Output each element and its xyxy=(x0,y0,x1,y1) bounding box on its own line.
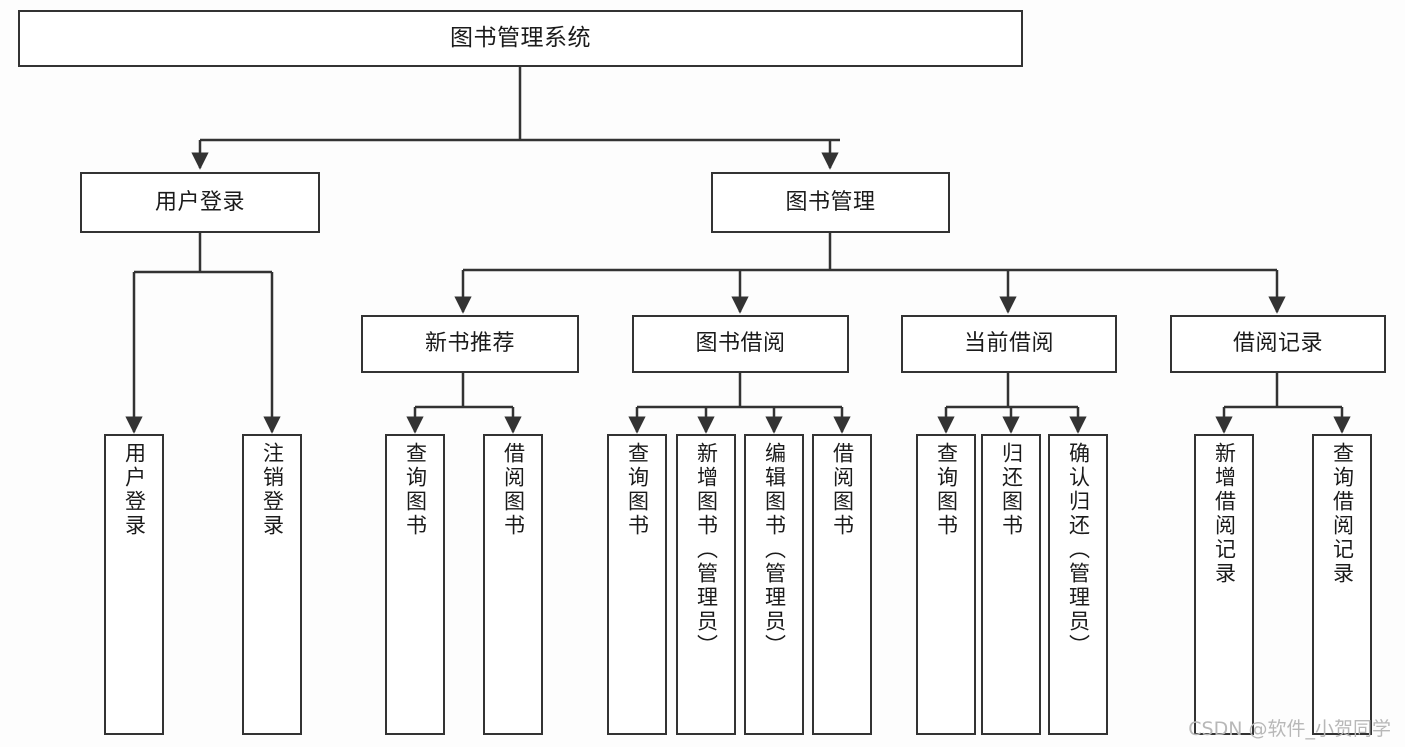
node-leaf-query-book-3[interactable]: 查询图书 xyxy=(916,434,976,735)
node-leaf-return-book[interactable]: 归还图书 xyxy=(981,434,1041,735)
node-current-borrow-label: 当前借阅 xyxy=(963,331,1054,357)
node-leaf-query-book-3-label: 查询图书 xyxy=(934,442,959,538)
node-root-label: 图书管理系统 xyxy=(450,25,591,52)
node-leaf-logout-label: 注销登录 xyxy=(260,442,285,538)
node-leaf-add-record[interactable]: 新增借阅记录 xyxy=(1194,434,1254,735)
node-new-book-rec[interactable]: 新书推荐 xyxy=(361,315,579,373)
node-leaf-add-book-label: 新增图书（管理员） xyxy=(694,442,719,658)
node-borrow-record-label: 借阅记录 xyxy=(1232,331,1323,357)
node-leaf-user-login-label: 用户登录 xyxy=(122,442,147,538)
node-book-borrow[interactable]: 图书借阅 xyxy=(632,315,849,373)
node-leaf-confirm-return-label: 确认归还（管理员） xyxy=(1066,442,1091,658)
node-leaf-add-record-label: 新增借阅记录 xyxy=(1212,442,1237,586)
node-leaf-logout[interactable]: 注销登录 xyxy=(242,434,302,735)
node-leaf-borrow-book-2-label: 借阅图书 xyxy=(830,442,855,538)
node-leaf-query-book-1[interactable]: 查询图书 xyxy=(385,434,445,735)
node-leaf-borrow-book-1[interactable]: 借阅图书 xyxy=(483,434,543,735)
node-leaf-query-book-2-label: 查询图书 xyxy=(625,442,650,538)
node-book-manage-label: 图书管理 xyxy=(785,189,876,215)
node-leaf-query-book-1-label: 查询图书 xyxy=(403,442,428,538)
node-leaf-borrow-book-2[interactable]: 借阅图书 xyxy=(812,434,872,735)
node-borrow-record[interactable]: 借阅记录 xyxy=(1170,315,1386,373)
node-leaf-query-record-label: 查询借阅记录 xyxy=(1330,442,1355,586)
node-leaf-user-login[interactable]: 用户登录 xyxy=(104,434,164,735)
node-leaf-edit-book-label: 编辑图书（管理员） xyxy=(762,442,787,658)
node-leaf-add-book[interactable]: 新增图书（管理员） xyxy=(676,434,736,735)
node-leaf-edit-book[interactable]: 编辑图书（管理员） xyxy=(744,434,804,735)
node-user-login[interactable]: 用户登录 xyxy=(80,172,320,233)
node-leaf-query-book-2[interactable]: 查询图书 xyxy=(607,434,667,735)
node-new-book-rec-label: 新书推荐 xyxy=(424,331,515,357)
node-leaf-borrow-book-1-label: 借阅图书 xyxy=(501,442,526,538)
node-user-login-label: 用户登录 xyxy=(154,189,245,215)
node-leaf-confirm-return[interactable]: 确认归还（管理员） xyxy=(1048,434,1108,735)
watermark: CSDN @软件_小贺同学 xyxy=(1188,718,1391,740)
node-current-borrow[interactable]: 当前借阅 xyxy=(901,315,1117,373)
node-book-manage[interactable]: 图书管理 xyxy=(711,172,950,233)
node-leaf-query-record[interactable]: 查询借阅记录 xyxy=(1312,434,1372,735)
node-leaf-return-book-label: 归还图书 xyxy=(999,442,1024,538)
node-book-borrow-label: 图书借阅 xyxy=(695,331,786,357)
node-root[interactable]: 图书管理系统 xyxy=(18,10,1023,67)
